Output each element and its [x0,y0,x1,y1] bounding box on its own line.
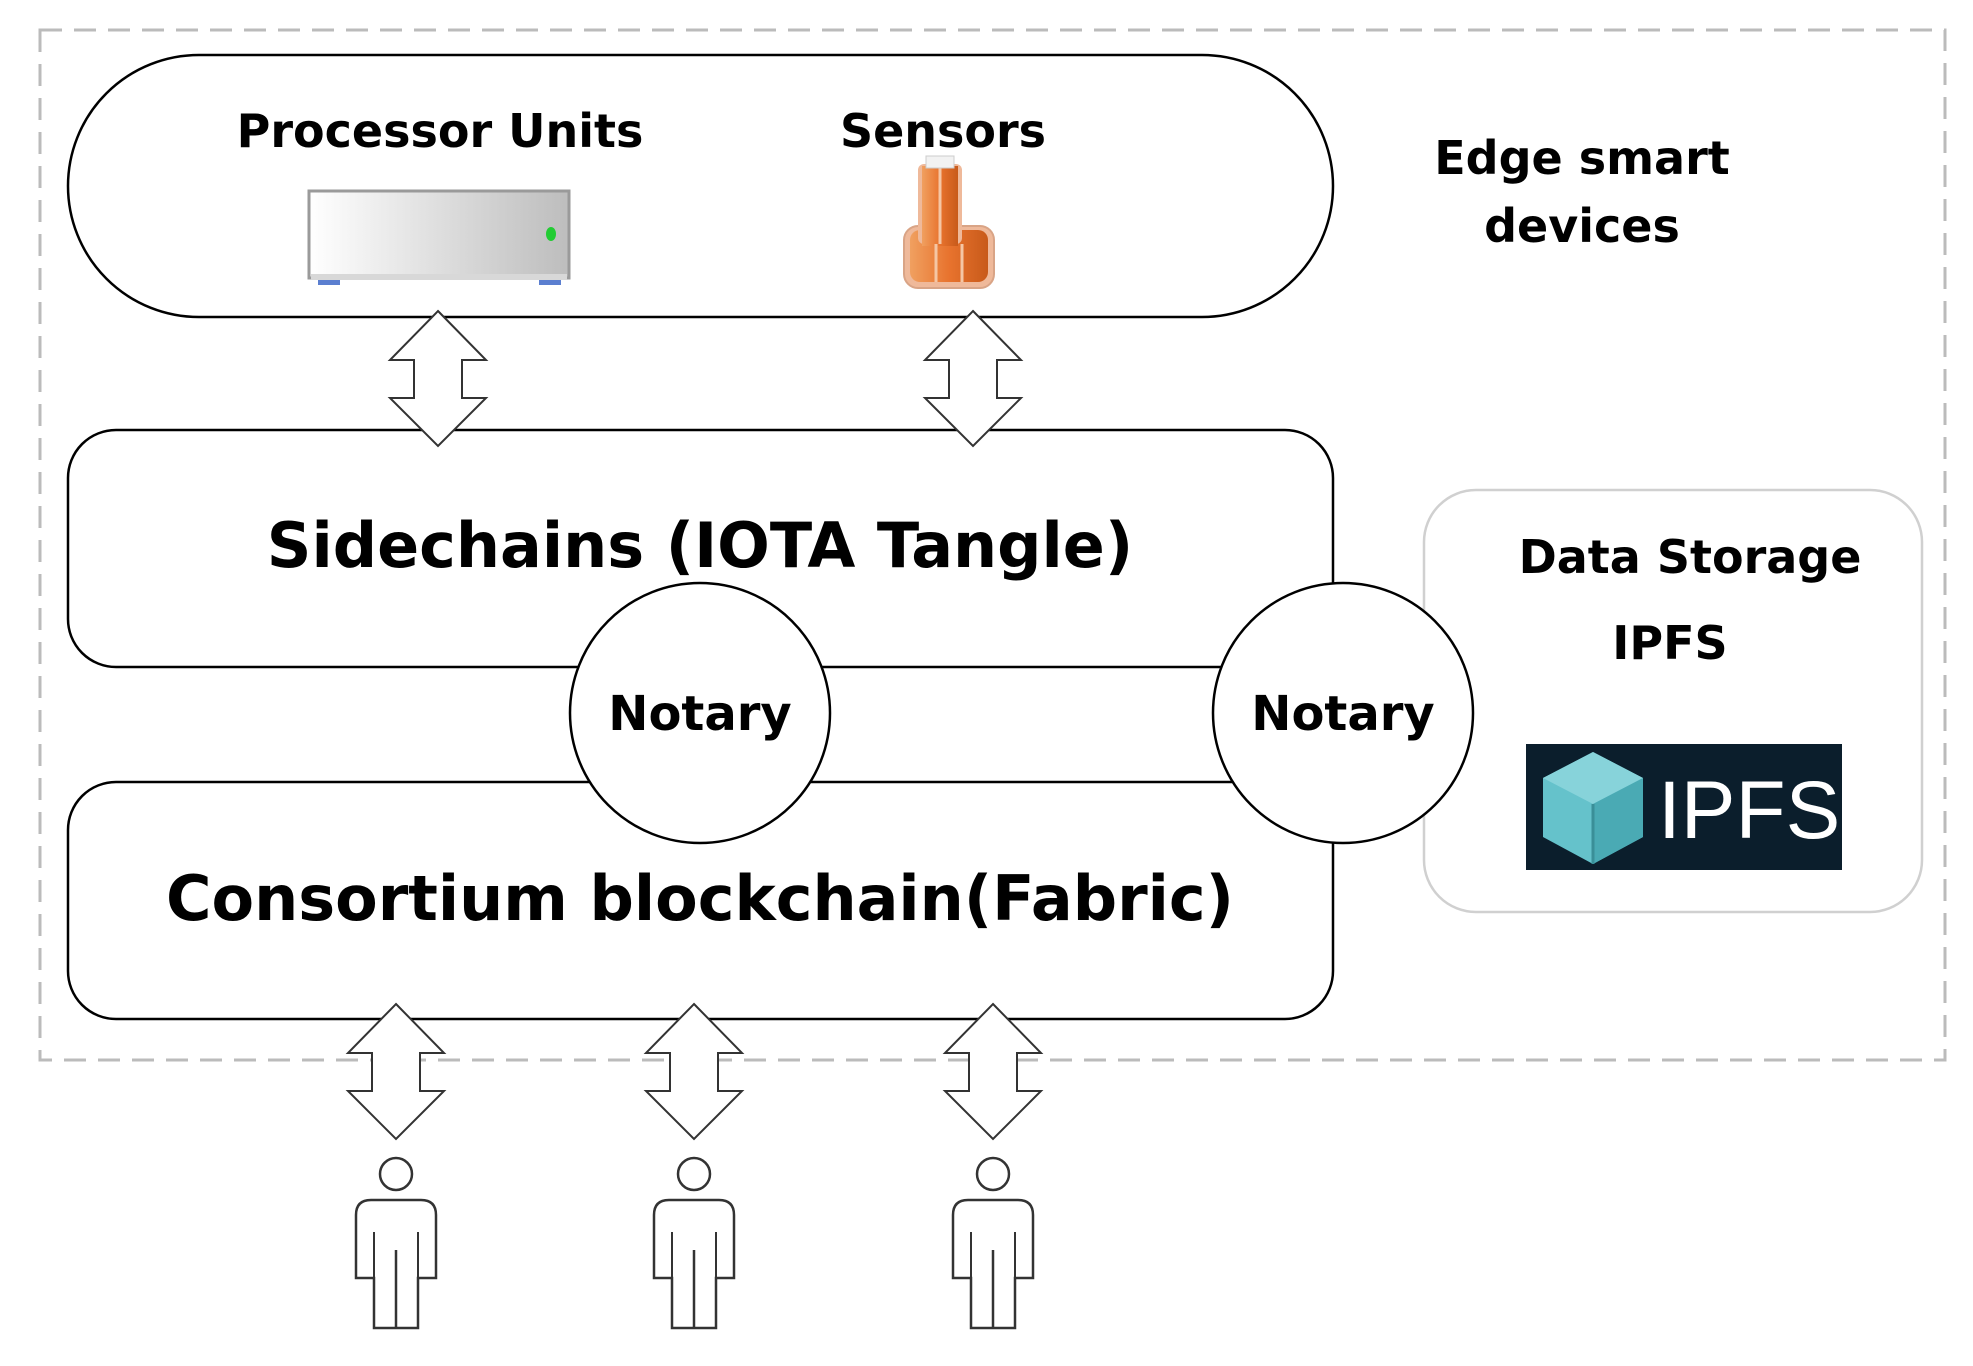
ipfs-subtitle: IPFS [1612,616,1727,670]
double-arrow-icon [922,309,1024,448]
processor-units-label: Processor Units [237,104,644,158]
person-icon [652,1156,736,1330]
sidechains-label: Sidechains (IOTA Tangle) [267,509,1133,582]
double-arrow-icon [942,1002,1044,1141]
edge-devices-container [66,53,1335,319]
server-icon [307,189,571,285]
notary-circle [568,581,832,845]
double-arrow-icon [387,309,489,448]
person-icon [951,1156,1035,1330]
ipfs-logo: IPFS [1526,744,1842,870]
notary-label: Notary [1251,686,1434,742]
double-arrow-icon [345,1002,447,1141]
edge-smart-devices-label-line1: Edge smart [1434,131,1730,185]
double-arrow-icon [643,1002,745,1141]
person-icon [354,1156,438,1330]
edge-smart-devices-label-line2: devices [1484,199,1680,253]
notary-circle [1211,581,1475,845]
sensors-label: Sensors [840,104,1046,158]
consortium-label: Consortium blockchain(Fabric) [166,862,1234,935]
sensor-icon [903,155,995,289]
notary-label: Notary [608,686,791,742]
ipfs-logo-text: IPFS [1658,765,1840,856]
data-storage-title: Data Storage [1519,530,1862,584]
